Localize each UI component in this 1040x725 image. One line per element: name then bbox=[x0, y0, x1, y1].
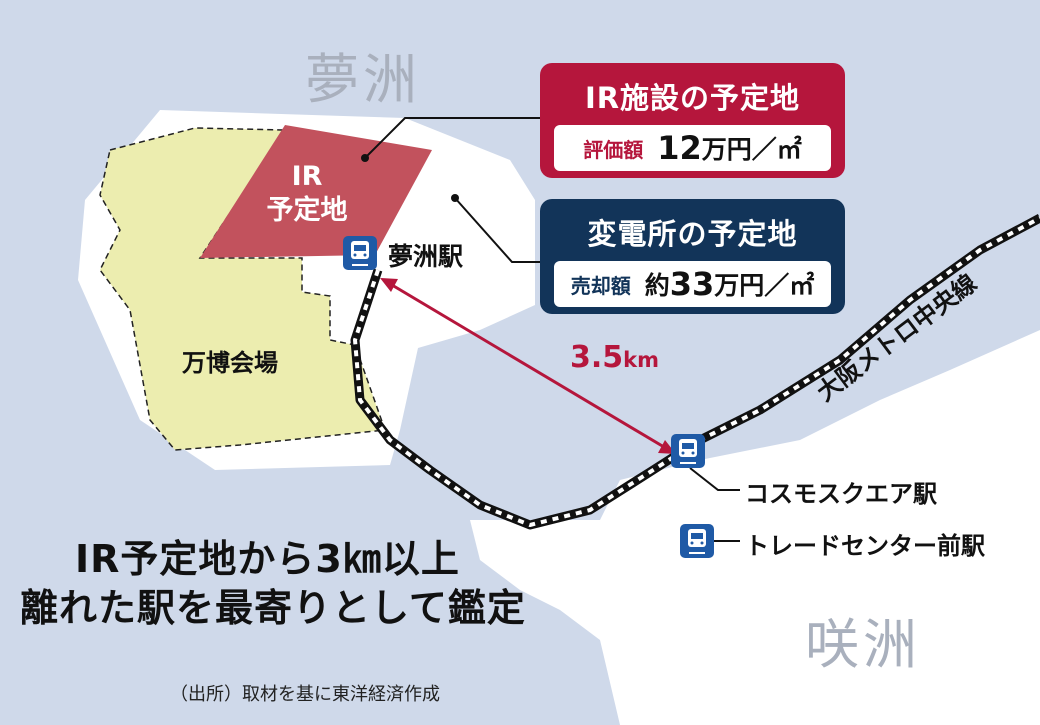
ir-callout: IR施設の予定地 評価額 12 万円／㎡ bbox=[540, 63, 845, 178]
headline-line1: IR予定地から3㎞以上 bbox=[75, 537, 460, 581]
yumeshima-station-icon bbox=[343, 236, 377, 270]
yumeshima-station-label: 夢洲駅 bbox=[388, 242, 464, 271]
substation-callout-leader bbox=[454, 197, 540, 263]
ir-callout-title: IR施設の予定地 bbox=[584, 81, 801, 115]
substation-callout-label: 売却額 bbox=[570, 273, 631, 298]
source-note: （出所）取材を基に東洋経済作成 bbox=[170, 684, 440, 705]
ir-callout-value-box: 評価額 12 万円／㎡ bbox=[554, 125, 831, 171]
railway-line bbox=[350, 214, 1040, 530]
sakishima-island-name: 咲洲 bbox=[805, 613, 921, 676]
substation-callout-title: 変電所の予定地 bbox=[587, 217, 798, 251]
ir-callout-value: 12 bbox=[657, 129, 702, 167]
ir-site-label: IR 予定地 bbox=[262, 160, 352, 228]
sakishima-landmass bbox=[470, 330, 1040, 725]
ir-callout-unit: 万円／㎡ bbox=[701, 135, 802, 164]
ir-callout-label: 評価額 bbox=[583, 137, 644, 162]
cosmosquare-station-label: コスモスクエア駅 bbox=[745, 480, 937, 508]
cosmosquare-leader bbox=[689, 467, 740, 491]
yumeshima-island-name: 夢洲 bbox=[305, 48, 421, 111]
substation-callout-value-box: 売却額 約 33 万円／㎡ bbox=[554, 261, 831, 307]
substation-callout-value: 33 bbox=[669, 265, 715, 303]
distance-label: 3.5km bbox=[570, 340, 659, 375]
substation-callout-unit: 万円／㎡ bbox=[714, 271, 815, 300]
ir-site-label-line1: IR bbox=[291, 161, 323, 192]
cosmosquare-station-icon bbox=[671, 434, 705, 468]
tradecenter-station-label: トレードセンター前駅 bbox=[745, 532, 985, 560]
distance-unit: km bbox=[623, 348, 660, 372]
substation-callout-dot bbox=[451, 194, 459, 202]
tradecenter-station-icon bbox=[680, 524, 714, 558]
ir-callout-dot bbox=[361, 154, 369, 162]
expo-site-label: 万博会場 bbox=[182, 349, 278, 377]
ir-site-label-line2: 予定地 bbox=[266, 195, 348, 226]
ir-callout-leader bbox=[364, 117, 540, 159]
distance-value: 3.5 bbox=[570, 340, 624, 375]
ir-site-area bbox=[200, 125, 432, 258]
substation-callout: 変電所の予定地 売却額 約 33 万円／㎡ bbox=[540, 199, 845, 314]
headline-line2: 離れた駅を最寄りとして鑑定 bbox=[20, 586, 526, 630]
substation-callout-prefix: 約 bbox=[644, 271, 670, 300]
